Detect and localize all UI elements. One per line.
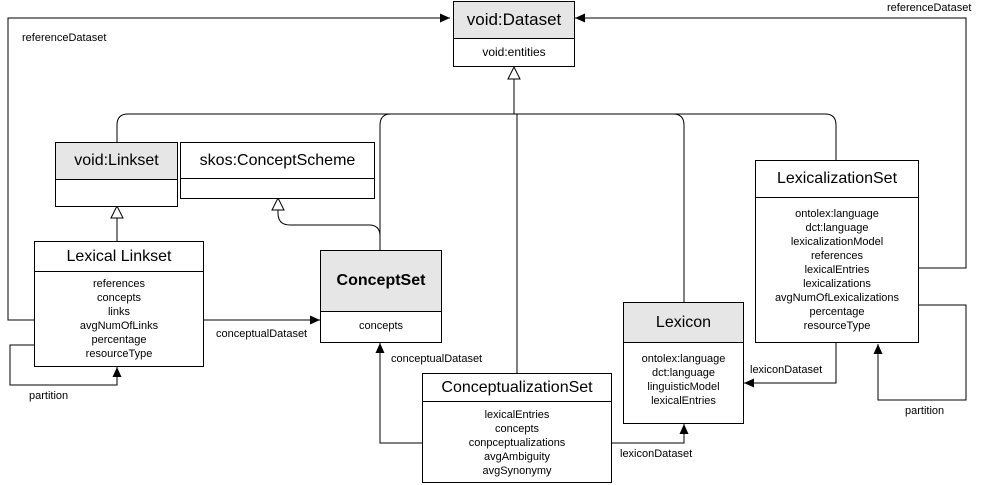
attribute: linguisticModel xyxy=(647,381,720,393)
class-name: ConceptSet xyxy=(321,251,441,312)
class-attributes: concepts xyxy=(321,312,441,333)
attribute: lexicalizations xyxy=(803,278,871,290)
edge-label-lexicon-dataset: lexiconDataset xyxy=(750,364,823,376)
attribute: lexicalizationModel xyxy=(790,236,884,248)
attribute: avgNumOfLinks xyxy=(79,320,159,332)
attribute: concepts xyxy=(96,292,142,304)
association-edge xyxy=(575,13,967,269)
edge-label-lexicon-dataset: lexiconDataset xyxy=(620,448,693,460)
attribute: resourceType xyxy=(803,320,871,332)
attribute: dct:language xyxy=(652,367,715,379)
attribute: links xyxy=(107,306,130,318)
class-lexicon[interactable]: Lexicon ontolex:language dct:language li… xyxy=(623,302,744,424)
class-lexicalization-set[interactable]: LexicalizationSet ontolex:language dct:l… xyxy=(755,160,919,343)
class-skos-concept-scheme[interactable]: skos:ConceptScheme xyxy=(180,142,375,199)
attribute: concepts xyxy=(358,320,404,332)
class-name: void:Dataset xyxy=(454,2,574,39)
attribute: concepts xyxy=(494,423,540,435)
class-attributes: references concepts links avgNumOfLinks … xyxy=(35,272,203,361)
attribute: avgNumOfLexicalizations xyxy=(774,292,900,304)
association-edge xyxy=(375,343,422,444)
class-void-dataset[interactable]: void:Dataset void:entities xyxy=(453,1,575,67)
edge-label-reference-dataset: referenceDataset xyxy=(22,32,107,44)
class-conceptualization-set[interactable]: ConceptualizationSet lexicalEntries conc… xyxy=(422,373,612,483)
association-edge xyxy=(7,13,450,321)
generalization-edge xyxy=(116,67,514,142)
class-attributes: ontolex:language dct:language linguistic… xyxy=(624,343,743,408)
attribute: lexicalEntries xyxy=(804,264,870,276)
edge-label-partition: partition xyxy=(29,390,69,402)
class-name: skos:ConceptScheme xyxy=(181,143,374,179)
edge-label-conceptual-dataset: conceptualDataset xyxy=(216,328,308,340)
edge-label-conceptual-dataset: conceptualDataset xyxy=(391,353,483,365)
class-attributes: void:entities xyxy=(454,39,574,59)
attribute: lexicalEntries xyxy=(651,395,716,407)
association-edge xyxy=(744,343,837,388)
generalization-edge xyxy=(673,113,837,160)
generalization-edge xyxy=(379,113,392,250)
class-name: LexicalizationSet xyxy=(756,161,918,198)
attribute: ontolex:language xyxy=(641,353,726,365)
attribute: avgSynonymy xyxy=(482,465,552,477)
association-edge xyxy=(612,424,689,444)
class-name: Lexicon xyxy=(624,303,743,343)
class-name: ConceptualizationSet xyxy=(423,374,611,402)
association-edge xyxy=(9,344,122,386)
attribute: references xyxy=(93,278,145,290)
class-attributes: ontolex:language dct:language lexicaliza… xyxy=(756,198,918,333)
attribute: resourceType xyxy=(85,348,153,360)
edge-label-reference-dataset: referenceDataset xyxy=(887,2,972,14)
class-void-linkset[interactable]: void:Linkset xyxy=(55,142,178,207)
attribute: dct:language xyxy=(805,222,869,234)
association-edge xyxy=(873,304,967,401)
attribute: lexicalEntries xyxy=(484,409,550,421)
attribute: references xyxy=(811,250,863,262)
generalization-edge xyxy=(514,113,685,302)
edge-label-partition: partition xyxy=(905,405,945,417)
class-name: void:Linkset xyxy=(56,143,177,180)
class-lexical-linkset[interactable]: Lexical Linkset references concepts link… xyxy=(34,241,204,367)
attribute: avgAmbiguity xyxy=(483,451,551,463)
attribute: percentage xyxy=(809,306,865,318)
attribute: void:entities xyxy=(482,45,546,59)
generalization-edge xyxy=(278,198,381,250)
attribute: conpceptualizations xyxy=(468,437,566,449)
class-attributes: lexicalEntries concepts conpceptualizati… xyxy=(423,402,611,478)
class-name: Lexical Linkset xyxy=(35,242,203,272)
attribute: ontolex:language xyxy=(795,208,879,220)
attribute: percentage xyxy=(91,334,147,346)
class-concept-set[interactable]: ConceptSet concepts xyxy=(320,250,442,343)
